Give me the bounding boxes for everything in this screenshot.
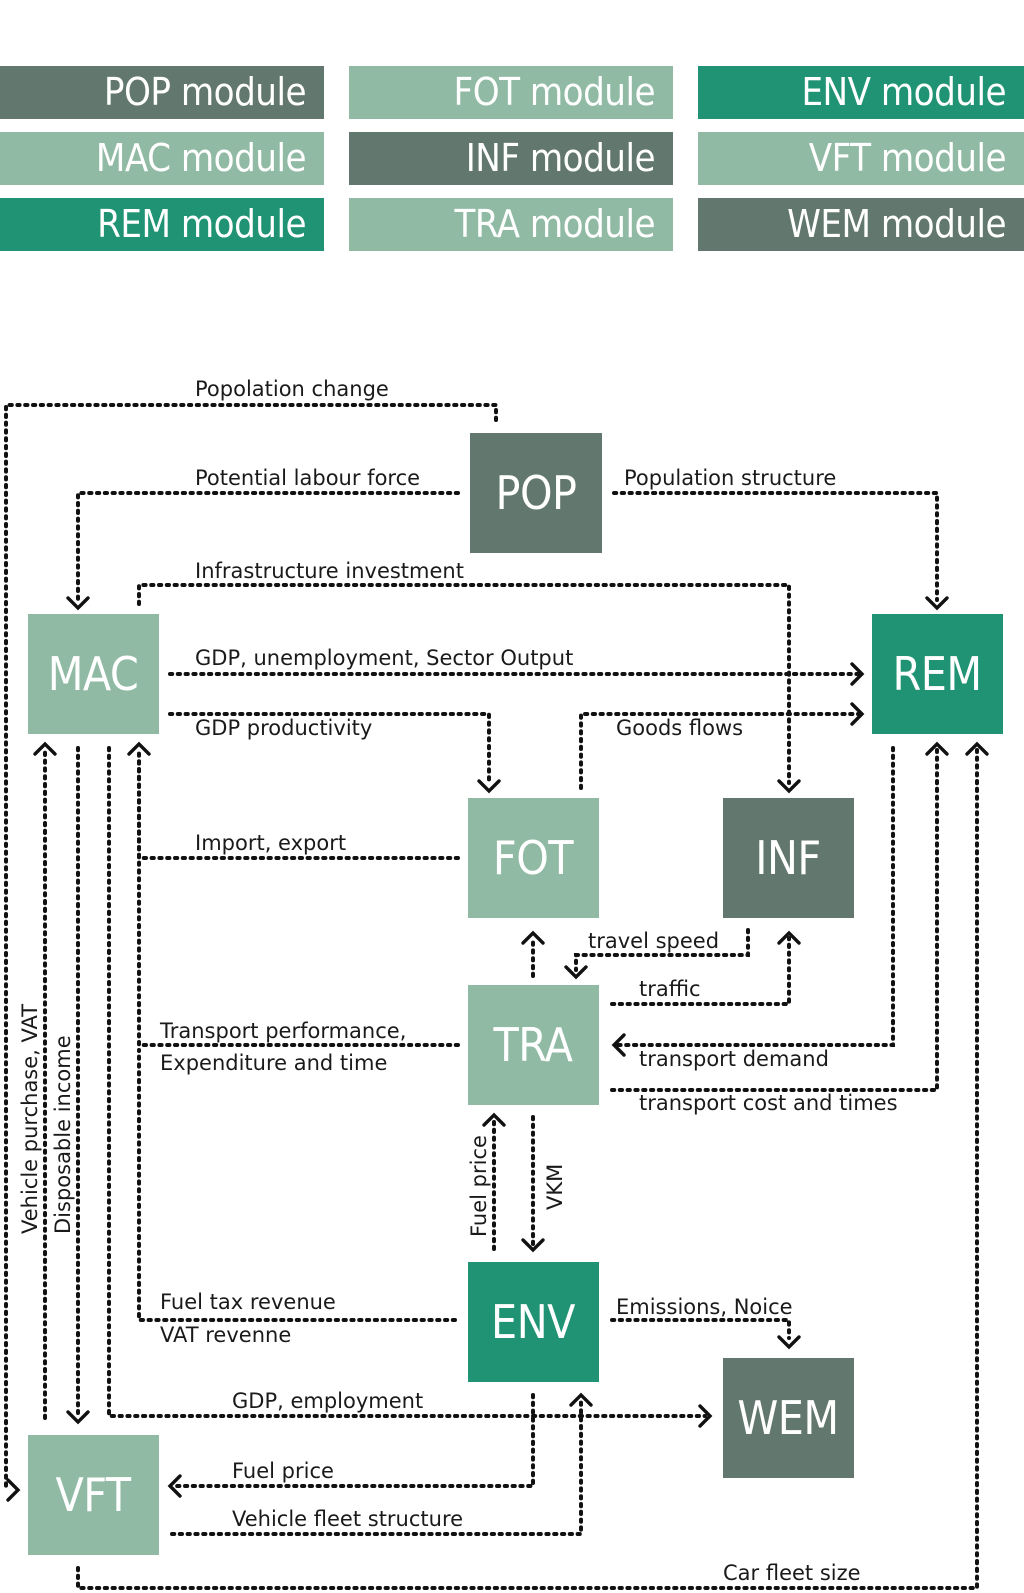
label-import-export: Import, export xyxy=(195,831,346,855)
module-legend: POP module FOT module ENV module MAC mod… xyxy=(0,0,1024,260)
connector-fuel-price xyxy=(173,1393,535,1488)
connector-potential-labour-force xyxy=(76,491,460,602)
legend-env: ENV module xyxy=(698,66,1024,119)
connector-traffic xyxy=(610,936,791,1006)
legend-mac: MAC module xyxy=(0,132,324,185)
label-popolation-change: Popolation change xyxy=(195,377,389,401)
module-fot: FOT xyxy=(468,798,599,918)
label-potential-labour-force: Potential labour force xyxy=(195,466,420,490)
connector-population-structure xyxy=(612,491,939,602)
module-fot-label: FOT xyxy=(493,831,574,885)
module-mac-label: MAC xyxy=(48,647,139,701)
label-transport-performance-1: Transport performance, xyxy=(159,1019,406,1043)
legend-tra: TRA module xyxy=(349,198,673,251)
label-vkm: VKM xyxy=(543,1164,567,1210)
label-transport-performance-2: Expenditure and time xyxy=(160,1051,387,1075)
label-vehicle-purchase: Vehicle purchase, VAT xyxy=(18,1004,42,1234)
label-goods-flows: Goods flows xyxy=(616,716,743,740)
module-wem: WEM xyxy=(723,1358,854,1478)
label-gdp-unemployment: GDP, unemployment, Sector Output xyxy=(195,646,573,670)
arrowhead-up xyxy=(777,930,801,945)
arrowhead-right xyxy=(698,1404,713,1428)
module-env: ENV xyxy=(468,1262,599,1382)
legend-fot: FOT module xyxy=(349,66,673,119)
label-gdp-productivity: GDP productivity xyxy=(195,716,372,740)
module-vft-label: VFT xyxy=(55,1468,131,1522)
arrowhead-up xyxy=(965,741,989,756)
arrowhead-right xyxy=(6,1478,21,1502)
module-wem-label: WEM xyxy=(737,1391,838,1445)
label-fuel-price: Fuel price xyxy=(232,1459,334,1483)
connector-transport-cost xyxy=(610,748,939,1092)
label-travel-speed: travel speed xyxy=(588,929,719,953)
connector-goods-flows xyxy=(579,712,860,790)
arrowhead-up xyxy=(925,741,949,756)
legend-pop: POP module xyxy=(0,66,324,119)
module-pop-label: POP xyxy=(496,466,577,520)
label-population-structure: Population structure xyxy=(624,466,836,490)
arrowhead-up xyxy=(521,930,545,945)
connector-emissions-noise xyxy=(610,1318,791,1340)
connector-infrastructure-investment xyxy=(137,583,791,785)
arrowhead-up xyxy=(482,1112,506,1127)
arrowhead-down xyxy=(925,596,949,611)
label-vat-revenue: VAT revenne xyxy=(160,1323,291,1347)
arrowhead-up xyxy=(33,741,57,756)
module-vft: VFT xyxy=(28,1435,159,1555)
module-tra: TRA xyxy=(468,985,599,1105)
arrowhead-down xyxy=(777,1335,801,1350)
arrowhead-down xyxy=(66,596,90,611)
connector-vehicle-fleet-structure xyxy=(170,1398,583,1536)
module-pop: POP xyxy=(470,433,602,553)
arrowhead-down xyxy=(521,1238,545,1253)
label-vehicle-fleet-structure: Vehicle fleet structure xyxy=(232,1507,463,1531)
label-car-fleet-size: Car fleet size xyxy=(723,1561,861,1585)
legend-inf: INF module xyxy=(349,132,673,185)
connector-fuel-tax-revenue xyxy=(137,1048,457,1322)
arrowhead-down xyxy=(66,1410,90,1425)
connector-gdp-productivity xyxy=(168,712,491,785)
legend-vft: VFT module xyxy=(698,132,1024,185)
connector-travel-speed xyxy=(574,928,750,972)
module-rem: REM xyxy=(872,614,1003,734)
module-inf: INF xyxy=(723,798,854,918)
legend-rem: REM module xyxy=(0,198,324,251)
label-fuel-tax-revenue: Fuel tax revenue xyxy=(160,1290,336,1314)
connector-popolation-change xyxy=(4,403,498,1492)
legend-wem: WEM module xyxy=(698,198,1024,251)
module-rem-label: REM xyxy=(892,647,981,701)
arrowhead-up xyxy=(569,1392,593,1407)
label-transport-demand: transport demand xyxy=(639,1047,829,1071)
connector-transport-performance xyxy=(137,758,460,1047)
connector-transport-demand xyxy=(616,746,895,1047)
module-env-label: ENV xyxy=(491,1295,575,1349)
label-traffic: traffic xyxy=(639,977,701,1001)
label-gdp-employment: GDP, employment xyxy=(232,1389,423,1413)
label-disposable-income: Disposable income xyxy=(51,1035,75,1234)
arrowhead-down xyxy=(777,779,801,794)
label-infrastructure-investment: Infrastructure investment xyxy=(195,559,464,583)
connector-car-fleet-size xyxy=(76,748,979,1590)
arrowhead-right xyxy=(850,662,865,686)
label-transport-cost: transport cost and times xyxy=(639,1091,898,1115)
arrowhead-left xyxy=(167,1474,182,1498)
module-tra-label: TRA xyxy=(493,1018,573,1072)
label-fuel-price-vertical: Fuel price xyxy=(467,1135,491,1237)
module-inf-label: INF xyxy=(755,831,820,885)
arrowhead-down xyxy=(564,965,588,980)
arrowhead-right xyxy=(850,702,865,726)
arrowhead-left xyxy=(611,1033,626,1057)
arrowhead-down xyxy=(477,779,501,794)
module-mac: MAC xyxy=(28,614,159,734)
arrowhead-up xyxy=(127,741,151,756)
label-emissions-noise: Emissions, Noice xyxy=(616,1295,793,1319)
